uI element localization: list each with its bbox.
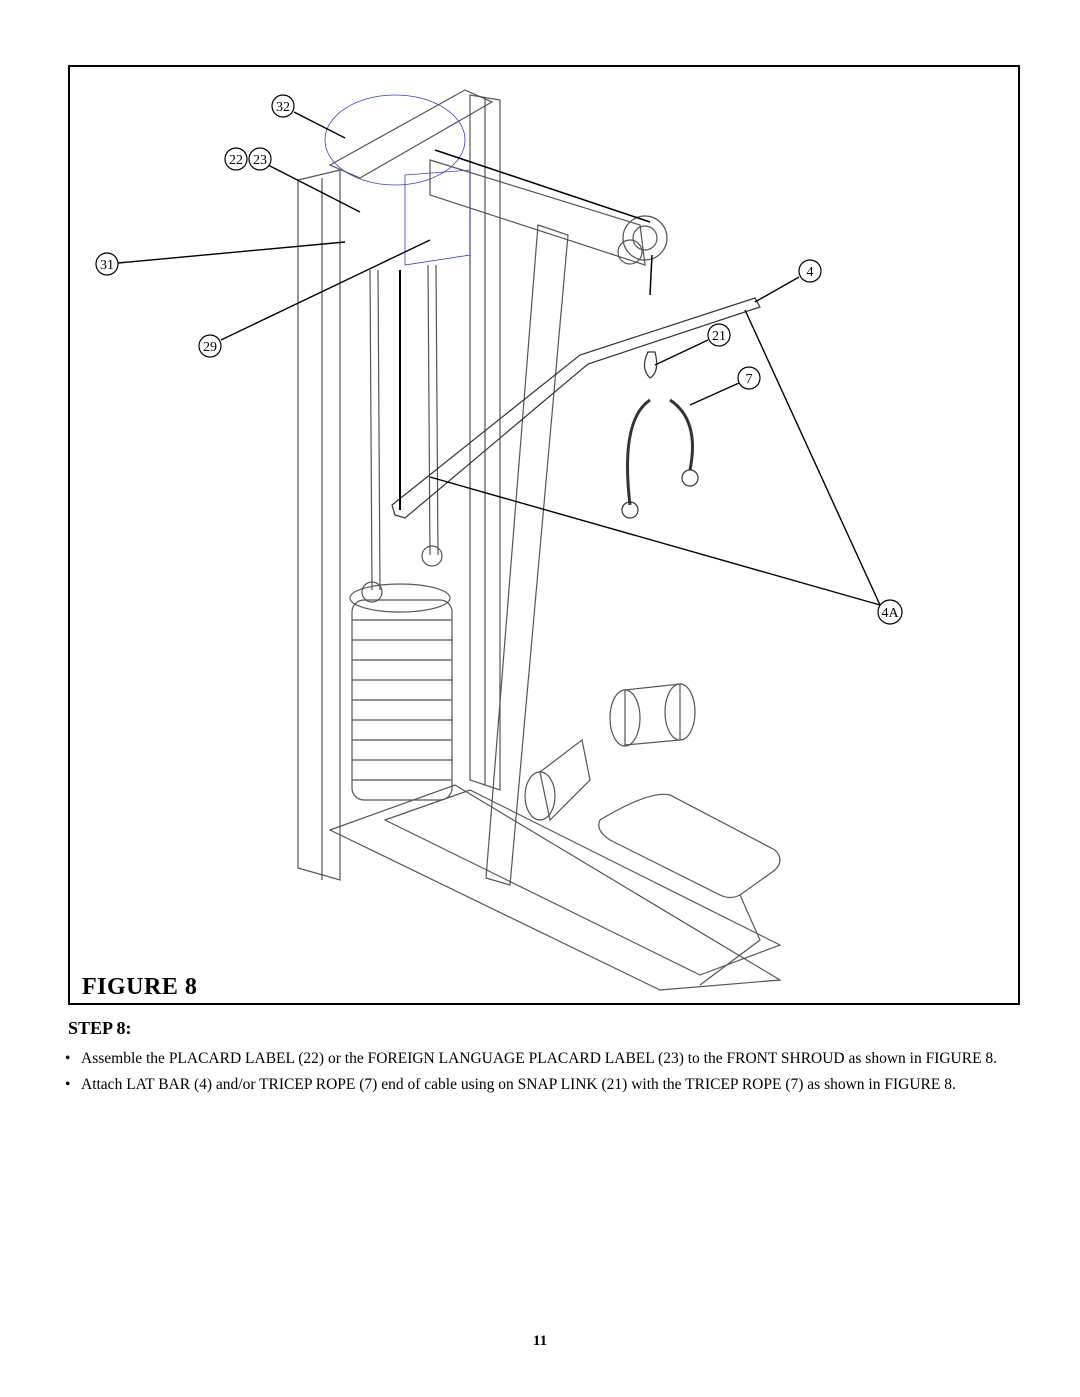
leader-lines [117, 111, 881, 606]
callout-22: 22 [224, 147, 248, 171]
boom-arm [429, 159, 668, 266]
svg-text:29: 29 [203, 340, 217, 355]
instruction-item: • Attach LAT BAR (4) and/or TRICEP ROPE … [62, 1074, 1027, 1095]
base-frame [328, 784, 782, 991]
seat [598, 793, 781, 986]
machine-illustration: 32 22 23 31 29 4 21 7 4A [95, 89, 903, 991]
snap-link [643, 351, 658, 379]
left-upright [297, 169, 341, 881]
svg-text:4: 4 [807, 265, 814, 280]
svg-text:7: 7 [746, 372, 753, 387]
callout-7: 7 [737, 366, 761, 390]
svg-text:21: 21 [712, 329, 726, 344]
instruction-text: Assemble the PLACARD LABEL (22) or the F… [81, 1050, 998, 1067]
tricep-rope [621, 398, 699, 519]
step-heading: STEP 8: [68, 1018, 132, 1038]
figure-title: FIGURE 8 [82, 974, 198, 1000]
callout-31: 31 [95, 252, 119, 276]
svg-text:31: 31 [100, 258, 114, 273]
svg-text:32: 32 [276, 100, 290, 115]
bullet-icon: • [65, 1050, 71, 1067]
callout-29: 29 [198, 334, 222, 358]
instruction-list: • Assemble the PLACARD LABEL (22) or the… [62, 1048, 1027, 1100]
svg-text:4A: 4A [881, 606, 899, 621]
page-number: 11 [532, 1333, 548, 1349]
callout-32: 32 [271, 94, 295, 118]
instruction-text: Attach LAT BAR (4) and/or TRICEP ROPE (7… [81, 1076, 956, 1093]
callout-21: 21 [707, 323, 731, 347]
svg-text:23: 23 [253, 153, 267, 168]
callout-4a: 4A [877, 599, 903, 625]
callout-23: 23 [248, 147, 272, 171]
bullet-icon: • [65, 1076, 71, 1093]
lat-bar [391, 297, 761, 519]
figure-frame [68, 65, 1020, 1005]
front-shroud [324, 89, 494, 266]
leg-rollers [524, 683, 696, 822]
instruction-item: • Assemble the PLACARD LABEL (22) or the… [62, 1048, 1027, 1069]
weight-stack [349, 545, 453, 801]
svg-text:22: 22 [229, 153, 243, 168]
front-column [485, 224, 569, 886]
callout-4: 4 [798, 259, 822, 283]
